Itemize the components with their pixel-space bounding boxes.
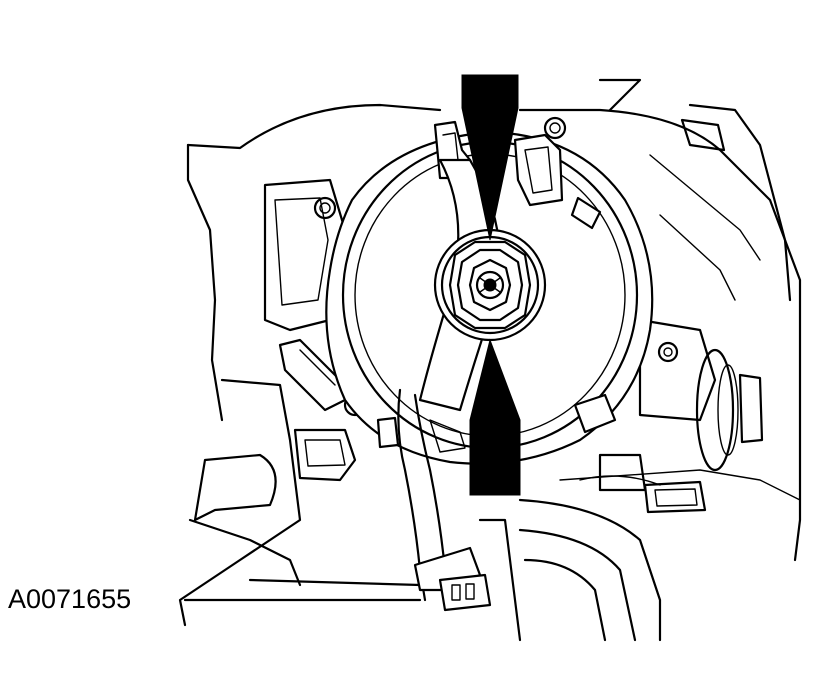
arrow-down-icon: [461, 74, 519, 241]
figure-reference-id: A0071655: [8, 584, 132, 614]
center-hub: [433, 228, 547, 342]
lower-trim: [183, 453, 801, 642]
right-switch-body: [543, 116, 764, 514]
wiring-harness: [397, 388, 522, 642]
arrow-up-icon: [469, 338, 521, 496]
column-housing: [178, 78, 802, 627]
